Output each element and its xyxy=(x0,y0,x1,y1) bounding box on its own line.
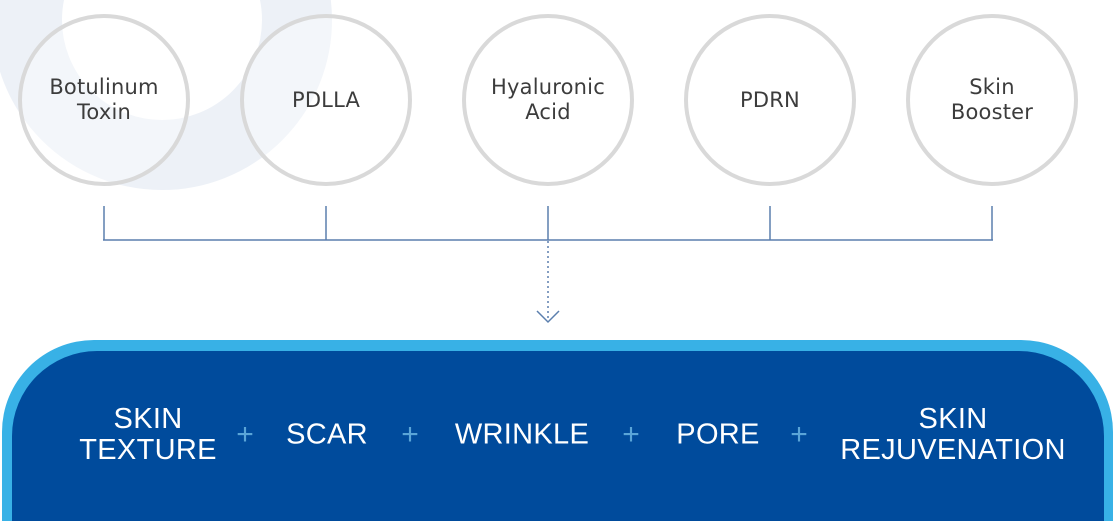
plus-separator-icon: + xyxy=(790,418,808,451)
outcome-skin-rejuvenation: SKIN REJUVENATION xyxy=(840,403,1066,466)
ingredient-label: Hyaluronic Acid xyxy=(491,75,605,124)
arrow-down-icon xyxy=(536,310,560,324)
ingredient-label: Skin Booster xyxy=(950,75,1034,124)
ingredient-label: Botulinum Toxin xyxy=(49,75,159,124)
outcome-wrinkle: WRINKLE xyxy=(454,418,590,451)
ingredient-circle-hyaluronic-acid: Hyaluronic Acid xyxy=(462,14,634,186)
ingredient-circle-pdrn: PDRN xyxy=(684,14,856,186)
connector-lines xyxy=(103,206,993,324)
ingredient-circle-skin-booster: Skin Booster xyxy=(906,14,1078,186)
outcome-scar: SCAR xyxy=(286,418,368,451)
outcome-list: SKIN TEXTURE + SCAR + WRINKLE + PORE + S… xyxy=(12,351,1104,521)
outcome-pore: PORE xyxy=(676,418,760,451)
ingredient-circle-botulinum-toxin: Botulinum Toxin xyxy=(18,14,190,186)
ingredient-label: PDLLA xyxy=(291,87,361,112)
plus-separator-icon: + xyxy=(401,418,419,451)
outcome-skin-texture: SKIN TEXTURE xyxy=(79,403,217,466)
ingredient-circle-pdlla: PDLLA xyxy=(240,14,412,186)
plus-separator-icon: + xyxy=(622,418,640,451)
ingredient-label: PDRN xyxy=(740,87,800,112)
plus-separator-icon: + xyxy=(236,418,254,451)
outcome-pill xyxy=(12,351,1104,521)
